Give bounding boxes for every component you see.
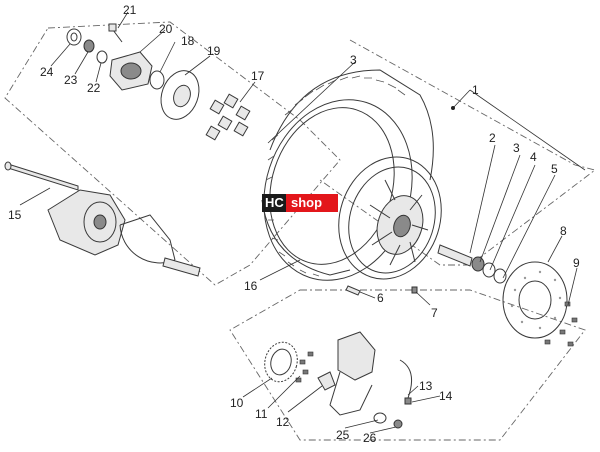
wheel-axle (4, 161, 79, 191)
group-frames (4, 21, 597, 441)
washers-25-26 (373, 412, 403, 429)
disc-bolts (544, 301, 578, 347)
callout-16: 16 (244, 279, 258, 293)
callout-13: 13 (419, 379, 433, 393)
logo-left-block (262, 194, 286, 212)
callout-2: 2 (489, 131, 496, 145)
cush-drive-rubbers (205, 93, 251, 141)
callout-21: 21 (123, 3, 137, 17)
bearings-seals-left (66, 28, 165, 90)
wheel-rim (338, 156, 442, 280)
callout-23: 23 (64, 73, 78, 87)
callout-labels: 1 2 3 3 4 5 6 7 8 9 10 11 12 13 14 15 16… (8, 3, 580, 445)
brake-caliper (317, 331, 376, 416)
callout-24: 24 (40, 65, 54, 79)
callout-1: 1 (472, 83, 479, 97)
sprocket-bolts (295, 351, 314, 383)
valve-and-bolt (345, 285, 418, 296)
logo-right-text: shop (291, 195, 322, 210)
rear-tyre (261, 69, 434, 281)
callout-7: 7 (431, 306, 438, 320)
brake-disc (502, 261, 568, 339)
callout-8: 8 (560, 224, 567, 238)
frame-wheel-group (319, 39, 597, 266)
callout-20: 20 (159, 22, 173, 36)
callout-18: 18 (181, 34, 195, 48)
hub-flange (109, 51, 153, 91)
bolt-21 (108, 23, 123, 43)
rear-sprocket (264, 341, 298, 383)
sprocket-carrier (160, 70, 200, 120)
callout-22: 22 (87, 81, 101, 95)
callout-11: 11 (255, 407, 268, 421)
final-drive-housing (47, 189, 201, 277)
callout-5: 5 (551, 162, 558, 176)
frame-caliper-group (229, 289, 586, 441)
callout-17: 17 (251, 69, 265, 83)
callout-3b: 3 (513, 141, 520, 155)
callout-6: 6 (377, 291, 384, 305)
callout-9: 9 (573, 256, 580, 270)
abs-sensor (399, 359, 413, 405)
hc-shop-logo: HC shop (262, 194, 338, 212)
callout-4: 4 (530, 150, 537, 164)
leader-lines (19, 11, 586, 434)
callout-15: 15 (8, 208, 22, 222)
logo-left-text: HC (265, 195, 284, 210)
callout-12: 12 (276, 415, 290, 429)
frame-final-drive-group (4, 21, 341, 286)
callout-3a: 3 (350, 53, 357, 67)
callout-19: 19 (207, 44, 221, 58)
callout-14: 14 (439, 389, 453, 403)
right-side-spacers (437, 244, 507, 284)
callout-25: 25 (336, 428, 350, 442)
callout-26: 26 (363, 431, 377, 445)
callout-10: 10 (230, 396, 244, 410)
logo-right-block (286, 194, 338, 212)
